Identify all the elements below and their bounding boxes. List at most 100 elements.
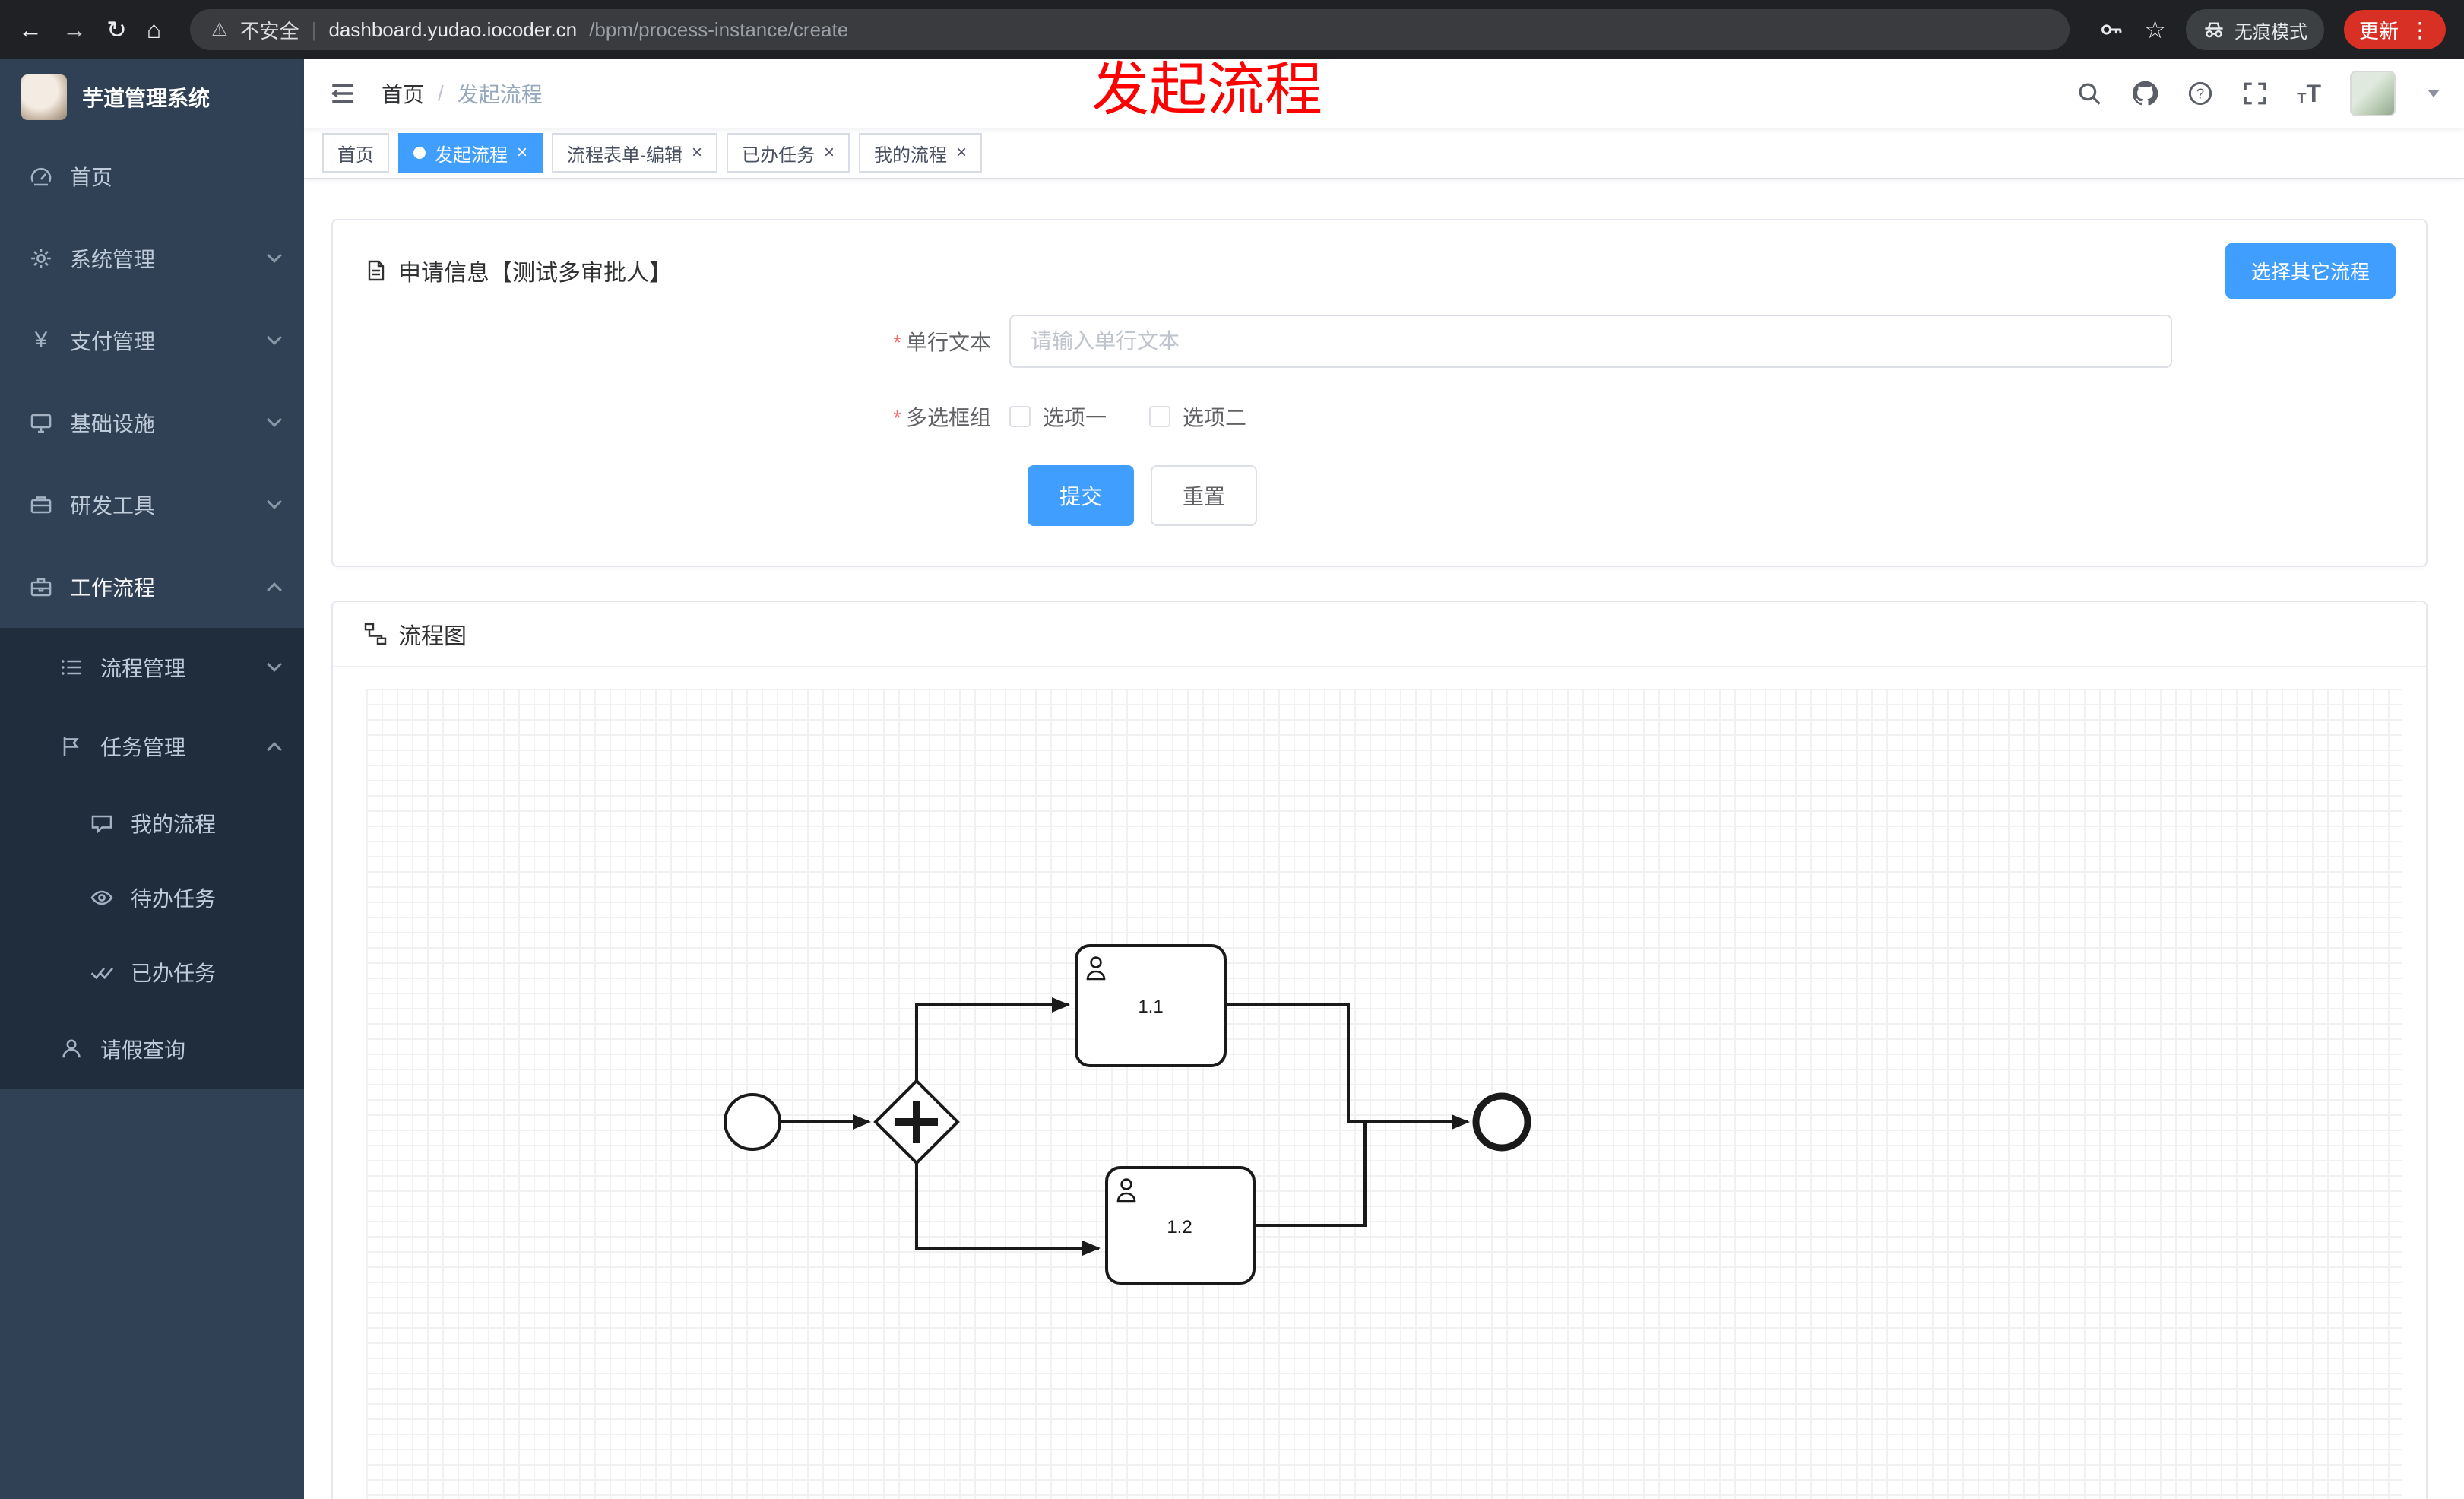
key-icon[interactable] [2098,17,2124,43]
tab-form-edit[interactable]: 流程表单-编辑 × [552,133,718,173]
tab-close-icon[interactable]: × [692,142,703,163]
reload-icon[interactable]: ↻ [106,16,127,43]
browser-menu-dots-icon[interactable]: ⋮ [2409,17,2431,42]
end-event[interactable] [1472,1092,1531,1152]
chevron-up-icon [267,742,282,757]
active-tab-dot [413,147,426,159]
search-icon[interactable] [2076,81,2102,106]
checkbox-option-1[interactable]: 选项一 [1009,401,1107,432]
sidebar-item-label: 任务管理 [100,736,186,759]
flag-icon [58,734,85,759]
chat-icon [88,811,116,835]
sidebar-item-done-tasks[interactable]: 已办任务 [0,935,304,1009]
fullscreen-icon[interactable] [2242,81,2268,106]
tab-close-icon[interactable]: × [824,142,835,163]
choose-other-process-button[interactable]: 选择其它流程 [2225,242,2396,299]
eye-icon [88,886,116,910]
checkbox-icon[interactable] [1149,406,1171,427]
update-button[interactable]: 更新 ⋮ [2343,10,2446,49]
sidebar-item-my-process[interactable]: 我的流程 [0,786,304,860]
logo-title: 芋道管理系统 [82,87,211,110]
sidebar-item-home[interactable]: 首页 [0,135,304,217]
flow-diagram-icon [363,622,388,646]
tab-done-tasks[interactable]: 已办任务 × [727,133,850,173]
sidebar-item-label: 首页 [70,166,113,189]
update-label: 更新 [2358,19,2399,43]
chevron-down-icon [267,494,282,509]
breadcrumb-home[interactable]: 首页 [382,83,425,106]
sidebar-item-system[interactable]: 系统管理 [0,217,304,299]
address-separator: | [311,17,317,41]
sidebar-item-infrastructure[interactable]: 基础设施 [0,382,304,464]
checkbox-option-2[interactable]: 选项二 [1149,401,1246,432]
tab-close-icon[interactable]: × [956,142,968,163]
sidebar-item-workflow[interactable]: 工作流程 [0,546,304,628]
user-task-icon [1116,1178,1136,1203]
task-label: 1.2 [1167,1217,1192,1238]
sidebar-item-label: 流程管理 [100,657,186,680]
logo-avatar [21,74,67,120]
task-label: 1.1 [1138,997,1163,1017]
form-buttons: 提交 重置 [1028,465,2396,526]
user-task-1-1[interactable] [1075,944,1227,1067]
sidebar-item-process-management[interactable]: 流程管理 [0,628,304,707]
back-icon[interactable]: ← [18,15,43,43]
yen-icon: ¥ [34,328,48,353]
sidebar-item-leave-query[interactable]: 请假查询 [0,1009,304,1089]
tab-label: 流程表单-编辑 [567,144,683,166]
bpmn-canvas[interactable]: 1.1 1.2 [366,689,2402,1499]
tab-my-process[interactable]: 我的流程 × [859,133,983,173]
chevron-down-icon [267,657,282,672]
form-row-text: *单行文本 [363,315,2396,368]
annotation-text: 发起流程 [1091,58,1322,122]
sidebar-item-label: 已办任务 [131,962,217,985]
bpmn-diagram: 1.1 1.2 [724,944,1531,1285]
main-area: 首页 / 发起流程 ? T [304,59,2464,1499]
logo[interactable]: 芋道管理系统 [0,59,304,135]
person-icon [58,1037,85,1061]
tab-home[interactable]: 首页 [322,133,389,173]
card-title: 流程图 [398,624,467,649]
tab-close-icon[interactable]: × [517,142,528,163]
reset-button[interactable]: 重置 [1151,465,1258,526]
diagram-header: 流程图 [333,602,2426,667]
github-icon[interactable] [2131,80,2158,107]
checkbox-group: 选项一 选项二 [1009,401,1246,432]
address-bar[interactable]: ⚠ 不安全 | dashboard.yudao.iocoder.cn/bpm/p… [190,9,2070,50]
start-event[interactable] [724,1093,781,1151]
single-line-text-input[interactable] [1009,315,2172,368]
not-secure-icon: ⚠ [211,19,228,40]
svg-text:?: ? [2196,86,2204,101]
sidebar-item-task-management[interactable]: 任务管理 [0,707,304,786]
sidebar-item-devtools[interactable]: 研发工具 [0,464,304,546]
chevron-down-icon [267,330,282,345]
double-check-icon [88,960,116,984]
sidebar-item-todo-tasks[interactable]: 待办任务 [0,860,304,935]
submit-button[interactable]: 提交 [1028,465,1135,526]
checkbox-icon[interactable] [1009,406,1031,427]
home-icon[interactable]: ⌂ [146,15,162,43]
sidebar-item-payment[interactable]: ¥ 支付管理 [0,299,304,382]
sidebar-item-label: 工作流程 [70,576,156,600]
tab-label: 发起流程 [435,144,508,166]
sidebar-toggle-icon[interactable] [328,79,357,108]
forward-icon[interactable]: → [62,15,87,43]
document-icon [363,258,388,283]
avatar-dropdown-caret-icon[interactable] [2428,90,2440,97]
breadcrumb: 首页 / 发起流程 [382,78,543,109]
user-avatar[interactable] [2350,71,2396,116]
monitor-icon [27,410,55,435]
url-path: /bpm/process-instance/create [589,17,849,41]
navbar: 首页 / 发起流程 ? T [304,59,2464,128]
dashboard-icon [27,164,55,189]
help-icon[interactable]: ? [2187,81,2213,106]
tab-initiate-process[interactable]: 发起流程 × [398,133,543,173]
security-label: 不安全 [239,19,299,43]
user-task-1-2[interactable] [1105,1166,1256,1285]
bookmark-star-icon[interactable]: ☆ [2144,16,2166,43]
flow-gateway-task2 [915,1163,1101,1256]
chevron-down-icon [267,412,282,427]
app-shell: 芋道管理系统 首页 系统管理 ¥ 支付管理 基础设施 [0,59,2464,1499]
